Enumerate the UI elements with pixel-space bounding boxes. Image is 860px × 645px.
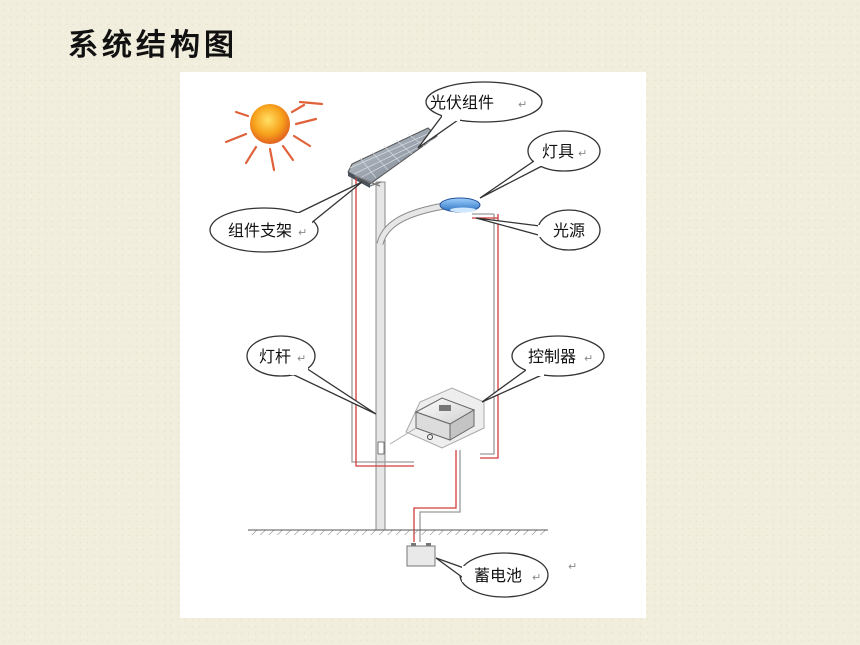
callout-solar-panel: 光伏组件 ↵ xyxy=(417,81,543,149)
label-pole: 灯杆 xyxy=(259,347,291,366)
panel-bracket xyxy=(354,175,382,187)
svg-text:↵: ↵ xyxy=(298,226,307,239)
slide-title: 系统结构图 xyxy=(68,28,238,63)
label-controller: 控制器 xyxy=(528,347,576,366)
svg-text:↵: ↵ xyxy=(518,98,527,111)
callout-light-source: 光源 xyxy=(475,209,601,251)
callout-battery: 蓄电池 ↵ xyxy=(435,552,549,598)
svg-text:↵: ↵ xyxy=(532,571,541,584)
system-structure-diagram: 光伏组件 ↵ 灯具 ↵ 光源 组件支架 ↵ 灯杆 ↵ 控制器 ↵ xyxy=(209,81,605,598)
battery xyxy=(406,543,436,567)
label-battery: 蓄电池 xyxy=(474,566,522,585)
svg-text:↵: ↵ xyxy=(297,352,306,365)
lamp-head xyxy=(439,197,481,213)
ground xyxy=(248,529,548,535)
svg-text:↵: ↵ xyxy=(584,352,593,365)
callout-pole: 灯杆 ↵ xyxy=(246,335,377,415)
callout-lamp: 灯具 ↵ xyxy=(479,130,601,199)
callout-controller: 控制器 ↵ xyxy=(481,335,605,403)
svg-text:↵: ↵ xyxy=(568,560,577,573)
pole xyxy=(375,181,445,531)
system-diagram-panel: 光伏组件 ↵ 灯具 ↵ 光源 组件支架 ↵ 灯杆 ↵ 控制器 ↵ xyxy=(180,72,646,618)
label-light-source: 光源 xyxy=(553,221,585,240)
label-lamp: 灯具 xyxy=(542,142,574,161)
callout-panel-bracket: 组件支架 ↵ xyxy=(209,181,363,253)
label-panel-bracket: 组件支架 xyxy=(228,221,292,240)
svg-text:↵: ↵ xyxy=(578,147,587,160)
wiring xyxy=(351,178,499,542)
controller xyxy=(389,387,485,449)
label-solar-panel: 光伏组件 xyxy=(430,93,494,112)
sun-icon xyxy=(224,100,324,172)
